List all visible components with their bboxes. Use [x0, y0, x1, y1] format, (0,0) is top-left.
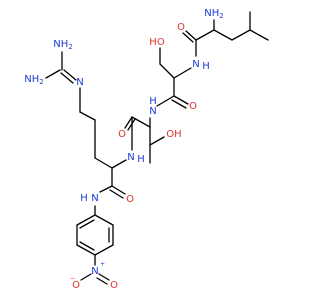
subscript-two: 2	[39, 78, 43, 86]
anilide-hydrogen: H	[80, 193, 88, 204]
serine-carbonyl-oxygen: O	[189, 101, 197, 112]
serine-residue	[156, 47, 192, 109]
amine-label-top: NH2	[204, 8, 223, 20]
nitro-oxygen: O	[110, 280, 118, 291]
anilide-nitrogen: N	[91, 193, 98, 204]
guanidine-amine-top: NH2	[53, 39, 72, 51]
arginine-carbonyl-oxygen: O	[126, 194, 134, 205]
nitrophenyl-ring	[76, 205, 114, 285]
threonine-hydroxyl-label: OH	[166, 129, 181, 140]
arginine-amide-nitrogen: N	[127, 152, 134, 163]
leucine-carbonyl-oxygen: O	[177, 22, 185, 33]
guanidine-imine-nitrogen: N	[76, 77, 83, 88]
nitro-plus-charge: +	[100, 261, 105, 268]
serine-amide-nitrogen: N	[192, 59, 199, 70]
leucine-residue	[182, 11, 269, 57]
serine-amide-hydrogen: H	[202, 61, 210, 72]
subscript-two: 2	[68, 43, 72, 51]
threonine-amide-hydrogen: H	[149, 96, 157, 107]
guanidine-amine-left: NH2	[24, 74, 43, 86]
nitro-minus-charge: −	[70, 275, 75, 282]
arginine-amide-hydrogen: H	[137, 154, 145, 165]
subscript-two: 2	[219, 12, 223, 20]
structure-svg: NH2 O HO N H O N H O OH N H NH2 NH2 N O …	[24, 8, 269, 291]
arginine-residue	[45, 51, 127, 199]
threonine-residue	[124, 116, 165, 164]
serine-hydroxyl-label: HO	[149, 37, 165, 48]
threonine-carbonyl-oxygen: O	[118, 129, 126, 140]
threonine-amide-nitrogen: N	[149, 106, 156, 117]
nitro-oxygen-anion: O	[72, 280, 80, 291]
molecule-diagram: NH2 O HO N H O N H O OH N H NH2 NH2 N O …	[24, 8, 269, 291]
nitro-nitrogen: N	[91, 266, 98, 277]
